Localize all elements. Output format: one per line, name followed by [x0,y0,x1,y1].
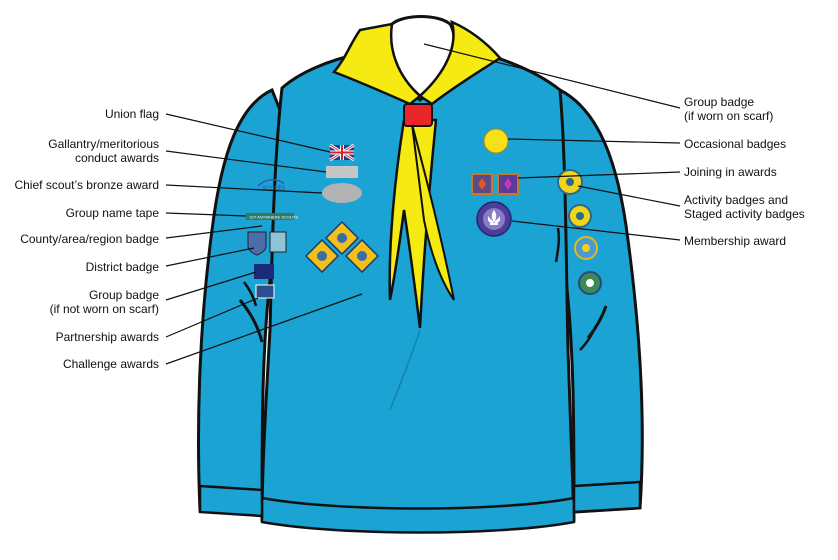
label-membership-award: Membership award [684,234,786,248]
union-flag-icon [330,145,354,160]
label-activity-badges: Activity badges and Staged activity badg… [684,193,805,221]
group-name-tape: 1ST ANYWHERE SCOUTS [246,213,298,220]
woggle [404,104,432,126]
svg-text:1ST ANYWHERE SCOUTS: 1ST ANYWHERE SCOUTS [249,215,298,220]
right-cuff [574,482,640,512]
label-chief-scout-bronze: Chief scout’s bronze award [14,178,159,192]
membership-award [477,202,511,236]
occasional-badge [484,129,508,153]
district-badge [254,264,274,279]
label-district-badge: District badge [86,260,159,274]
label-union-flag: Union flag [105,107,159,121]
label-partnership-awards: Partnership awards [56,330,159,344]
label-challenge-awards: Challenge awards [63,357,159,371]
label-joining-in-awards: Joining in awards [684,165,777,179]
label-group-name-tape: Group name tape [66,206,159,220]
group-badge-shirt [256,285,274,298]
chief-scout-bronze-award [322,183,362,203]
label-county-badge: County/area/region badge [20,232,159,246]
label-gallantry-awards: Gallantry/meritorious conduct awards [48,137,159,165]
gallantry-award-ribbon [326,166,358,178]
label-occasional-badges: Occasional badges [684,137,786,151]
label-group-badge-not-scarf: Group badge (if not worn on scarf) [50,288,159,316]
district-square-badge [270,232,286,252]
left-cuff [200,486,262,516]
county-badge [248,232,266,255]
label-group-badge-scarf: Group badge (if worn on scarf) [684,95,773,123]
